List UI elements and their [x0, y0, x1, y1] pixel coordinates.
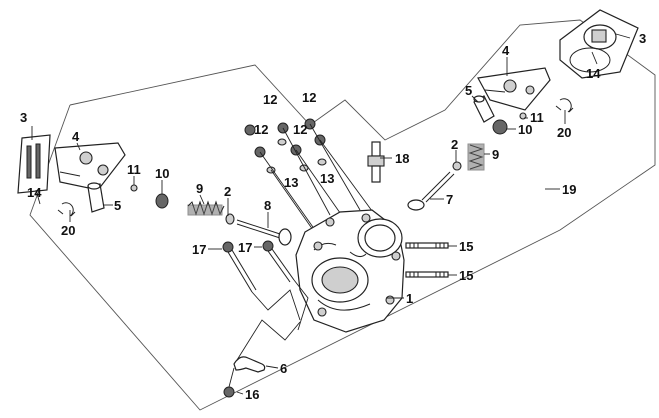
callout-12-a: 12: [263, 92, 277, 107]
cylinder-head: [295, 209, 405, 333]
callout-19: 19: [562, 182, 576, 197]
callout-13-a: 13: [284, 175, 298, 190]
callout-12-d: 12: [293, 122, 307, 137]
callout-20-right: 20: [557, 125, 571, 140]
callout-15-b: 15: [459, 268, 473, 283]
stud-bolts: [405, 242, 449, 278]
callout-labels: 1 2 2 3 3 4 4 5 5 6 7 8 9 9 10 10 11 11 …: [20, 31, 646, 402]
callout-leaders: [31, 33, 631, 395]
callout-15-a: 15: [459, 239, 473, 254]
callout-1: 1: [406, 291, 413, 306]
callout-9-left: 9: [196, 181, 203, 196]
spring-seat-right: [452, 161, 462, 171]
callout-20-left: 20: [61, 223, 75, 238]
cotter-right: [519, 112, 527, 120]
rocker-cover-right: [559, 9, 639, 79]
rocker-shaft-plate-left: [17, 134, 51, 194]
valve-right: [407, 171, 455, 211]
valve-left: [236, 219, 292, 246]
callout-4-left: 4: [72, 129, 80, 144]
retainer-left: [155, 193, 169, 209]
rocker-arm-bracket-right: [477, 67, 551, 111]
cotter-left: [130, 184, 138, 192]
callout-11-left: 11: [127, 162, 141, 177]
rocker-shaft-left: [87, 182, 105, 213]
callout-2-left: 2: [224, 184, 231, 199]
oring-right: [555, 98, 574, 113]
callout-8: 8: [264, 198, 271, 213]
callout-17-left: 17: [192, 242, 206, 257]
retainer-right: [492, 119, 508, 135]
callout-14-right: 14: [586, 66, 601, 81]
callout-3-left: 3: [20, 110, 27, 125]
bracket-leader: [236, 319, 301, 361]
valve-spring-right: [467, 143, 485, 171]
bolt-right: [262, 240, 295, 283]
callout-5-right: 5: [465, 83, 472, 98]
callout-14-left: 14: [27, 185, 42, 200]
oring-left: [57, 202, 76, 217]
callout-6: 6: [280, 361, 287, 376]
callout-13-b: 13: [320, 171, 334, 186]
valve-spring-left: [187, 200, 225, 216]
callout-3-right: 3: [639, 31, 646, 46]
callout-17-right: 17: [238, 240, 252, 255]
spring-seat-left: [225, 213, 235, 225]
callout-4-right: 4: [502, 43, 510, 58]
callout-16: 16: [245, 387, 259, 402]
assembly-boundary: [29, 19, 656, 411]
callout-9-right: 9: [492, 147, 499, 162]
callout-10-left: 10: [155, 166, 169, 181]
bolt-left: [222, 241, 257, 293]
callout-12-c: 12: [254, 122, 268, 137]
callout-5-left: 5: [114, 198, 121, 213]
callout-2-right: 2: [451, 137, 458, 152]
callout-18: 18: [395, 151, 409, 166]
bolt-leader-right: [293, 279, 309, 331]
spark-plug: [367, 141, 385, 183]
nut-leader-lines: [259, 123, 376, 241]
callout-10-right: 10: [518, 122, 532, 137]
flange-nut: [223, 367, 235, 398]
callout-11-right: 11: [530, 110, 544, 125]
bolt-leader-left: [251, 289, 301, 321]
bracket: [233, 356, 266, 373]
callout-7: 7: [446, 192, 453, 207]
washers: [266, 138, 327, 174]
rocker-arm-bracket-left: [54, 142, 126, 191]
callout-12-b: 12: [302, 90, 316, 105]
